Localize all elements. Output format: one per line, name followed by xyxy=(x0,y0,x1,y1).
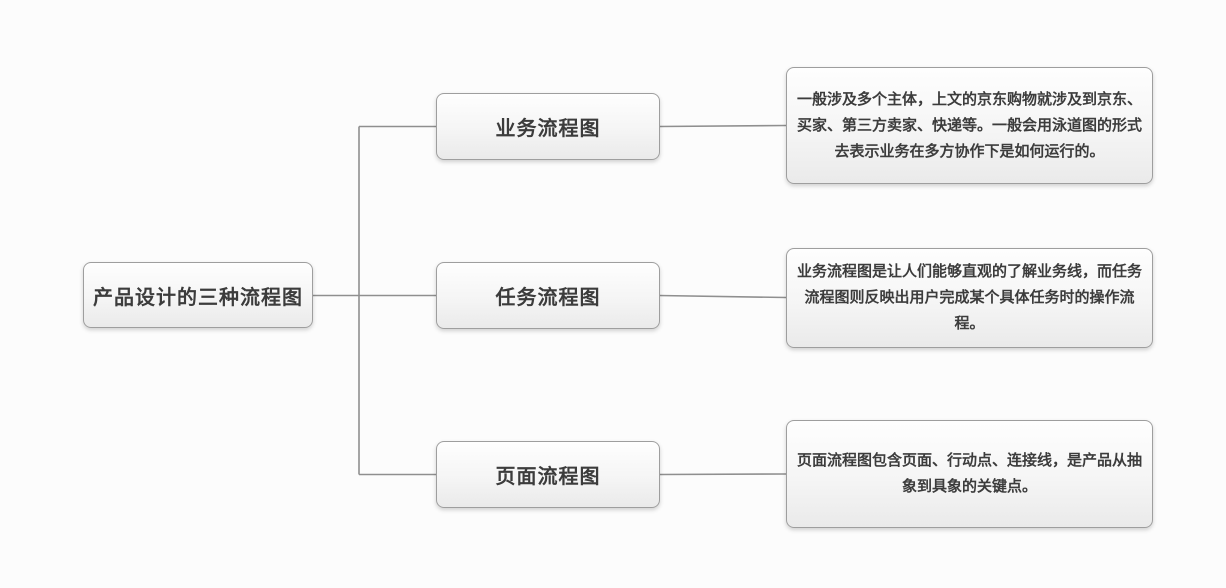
branch-node-task-flowchart: 任务流程图 xyxy=(436,262,660,329)
connector-business-desc xyxy=(658,124,787,128)
description-text: 一般涉及多个主体，上文的京东购物就涉及到京东、买家、第三方卖家、快递等。一般会用… xyxy=(796,90,1142,160)
branch-node-label: 任务流程图 xyxy=(495,287,601,309)
description-box-task-flowchart: 业务流程图是让人们能够直观的了解业务线，而任务流程图则反映出用户完成某个具体任务… xyxy=(786,248,1153,348)
root-node: 产品设计的三种流程图 xyxy=(83,262,313,328)
branch-node-page-flowchart: 页面流程图 xyxy=(436,441,660,508)
branch-node-label: 页面流程图 xyxy=(495,466,601,488)
description-box-business-flowchart: 一般涉及多个主体，上文的京东购物就涉及到京东、买家、第三方卖家、快递等。一般会用… xyxy=(786,67,1153,184)
description-text: 业务流程图是让人们能够直观的了解业务线，而任务流程图则反映出用户完成某个具体任务… xyxy=(796,263,1142,332)
description-box-page-flowchart: 页面流程图包含页面、行动点、连接线，是产品从抽象到具象的关键点。 xyxy=(786,420,1153,528)
root-node-label: 产品设计的三种流程图 xyxy=(93,286,303,309)
connector-task-desc xyxy=(658,294,787,299)
connector-page-desc xyxy=(658,473,787,476)
branch-node-business-flowchart: 业务流程图 xyxy=(436,93,660,160)
description-text: 页面流程图包含页面、行动点、连接线，是产品从抽象到具象的关键点。 xyxy=(796,452,1142,495)
branch-node-label: 业务流程图 xyxy=(495,118,601,140)
